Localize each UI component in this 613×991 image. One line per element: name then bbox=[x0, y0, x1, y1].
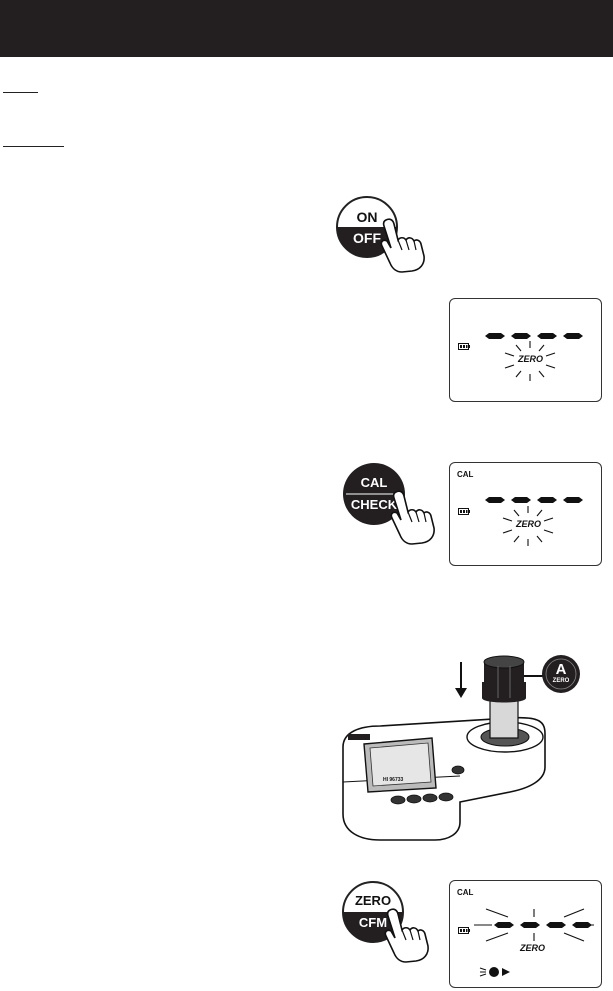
lcd-display-measure: CAL ZERO bbox=[449, 880, 602, 988]
header-bar bbox=[0, 0, 613, 57]
note-rule-2 bbox=[3, 146, 64, 147]
meter-model-label: HI 96733 bbox=[383, 777, 404, 783]
check-label: CHECK bbox=[350, 497, 398, 512]
blink-rays-icon bbox=[504, 341, 556, 381]
zero-label: ZERO bbox=[518, 354, 544, 364]
zero-btn-label: ZERO bbox=[354, 893, 392, 908]
zero-label: ZERO bbox=[520, 943, 546, 953]
cfm-label: CFM bbox=[358, 915, 388, 930]
lcd-display-zero: ZERO bbox=[449, 298, 602, 402]
battery-icon bbox=[458, 927, 470, 934]
off-label: OFF bbox=[353, 230, 381, 246]
cal-check-button[interactable]: CAL CHECK bbox=[342, 462, 406, 526]
meter-illustration bbox=[342, 655, 546, 841]
cal-indicator: CAL bbox=[457, 470, 474, 479]
cuvette-cap-icon: A ZERO bbox=[541, 654, 581, 694]
battery-icon bbox=[458, 508, 470, 515]
hand-pointer-icon bbox=[390, 490, 435, 545]
on-label: ON bbox=[356, 209, 378, 225]
zero-label: ZERO bbox=[516, 519, 542, 529]
lcd-display-cal-zero: CAL ZERO bbox=[449, 462, 602, 566]
blink-rays-icon bbox=[502, 506, 554, 546]
cap-label: ZERO bbox=[552, 678, 570, 684]
dash-segments bbox=[485, 333, 583, 339]
measuring-lamp-icon bbox=[479, 967, 510, 977]
measure-segments-icon bbox=[474, 908, 594, 942]
cal-label: CAL bbox=[360, 475, 388, 490]
note-rule-1 bbox=[3, 92, 38, 93]
on-off-button[interactable]: ON OFF bbox=[335, 195, 399, 259]
hand-pointer-icon bbox=[384, 908, 429, 963]
cal-indicator: CAL bbox=[457, 888, 474, 897]
cap-letter: A bbox=[555, 661, 567, 678]
battery-icon bbox=[458, 343, 470, 350]
dash-segments bbox=[485, 497, 583, 503]
hand-pointer-icon bbox=[380, 218, 425, 273]
